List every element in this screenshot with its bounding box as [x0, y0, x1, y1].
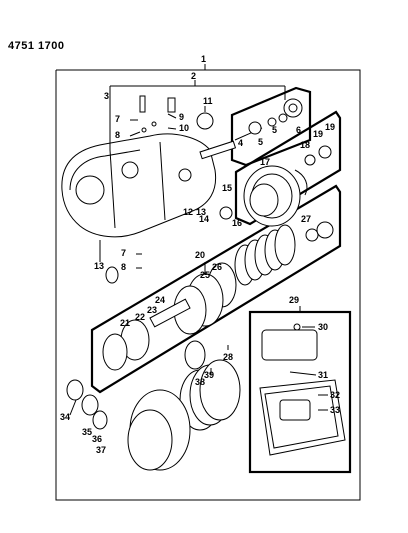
callout-labels: 1 2 3 4 5 5 6 7 7 8 8 9 10 11 12 13 13 1…: [60, 54, 340, 455]
callout-5a: 5: [272, 125, 277, 135]
callout-12: 12: [183, 207, 193, 217]
callout-23: 23: [147, 305, 157, 315]
callout-29: 29: [289, 295, 299, 305]
bracket-2: [109, 80, 286, 100]
callout-9: 9: [179, 112, 184, 122]
callout-6: 6: [296, 125, 301, 135]
parts-4-6: [141, 98, 303, 135]
callout-7b: 7: [121, 248, 126, 258]
callout-10: 10: [179, 123, 189, 133]
callout-5b: 5: [258, 137, 263, 147]
leader-lines: [69, 100, 328, 416]
callout-2: 2: [191, 71, 196, 81]
parts-29-33: [259, 323, 346, 456]
frame-group-17-19: [234, 110, 342, 226]
parts-17-19: [219, 145, 332, 227]
callout-11: 11: [203, 96, 213, 106]
callout-22: 22: [135, 312, 145, 322]
callout-13a: 13: [196, 207, 206, 217]
callout-21: 21: [120, 318, 130, 328]
callout-37: 37: [96, 445, 106, 455]
callout-26: 26: [212, 262, 222, 272]
callout-7a: 7: [115, 114, 120, 124]
callout-4: 4: [238, 138, 243, 148]
callout-39: 39: [204, 370, 214, 380]
callout-32: 32: [330, 390, 340, 400]
parts-20-27: [102, 221, 334, 371]
callout-28: 28: [223, 352, 233, 362]
callout-33: 33: [330, 405, 340, 415]
callout-27: 27: [301, 214, 311, 224]
callout-38: 38: [195, 377, 205, 387]
callout-19a: 19: [313, 129, 323, 139]
callout-13b: 13: [94, 261, 104, 271]
callout-24: 24: [155, 295, 165, 305]
outer-frame: [55, 64, 361, 501]
callout-34: 34: [60, 412, 70, 422]
transmission-case: [61, 95, 263, 238]
callout-15: 15: [222, 183, 232, 193]
ref-code: 4751 1700: [8, 40, 65, 52]
callout-8b: 8: [121, 262, 126, 272]
callout-16: 16: [232, 218, 242, 228]
callout-19b: 19: [325, 122, 335, 132]
callout-30: 30: [318, 322, 328, 332]
frame-group-4-6: [230, 86, 312, 167]
callout-31: 31: [318, 370, 328, 380]
callout-1: 1: [201, 54, 206, 64]
callout-35: 35: [82, 427, 92, 437]
callout-17: 17: [260, 157, 270, 167]
frame-group-20-27: [90, 184, 342, 394]
parts-34-39: [66, 266, 241, 471]
callout-18: 18: [300, 140, 310, 150]
callout-8a: 8: [115, 130, 120, 140]
callout-14: 14: [199, 214, 209, 224]
callout-36: 36: [92, 434, 102, 444]
callout-20: 20: [195, 250, 205, 260]
callout-3: 3: [104, 91, 109, 101]
